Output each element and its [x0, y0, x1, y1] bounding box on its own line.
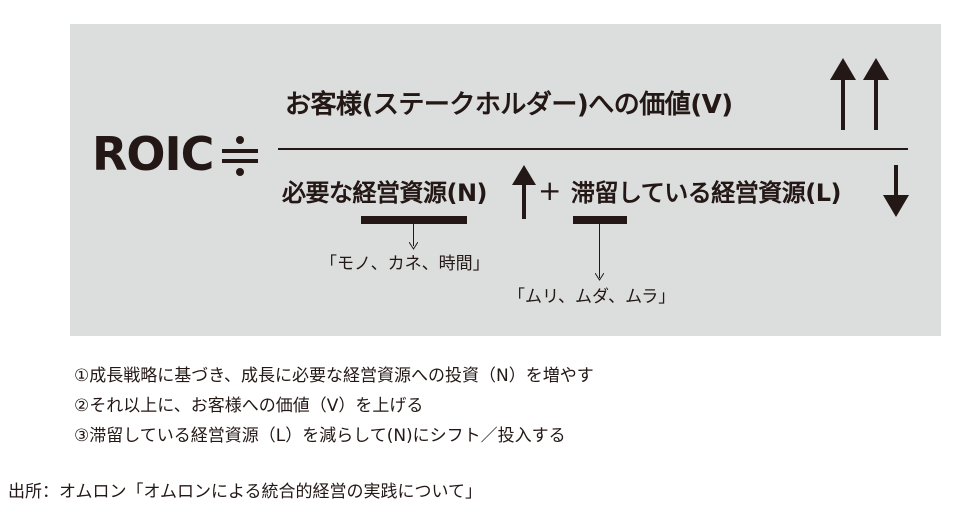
arrow-up-icon [830, 58, 856, 130]
stagnant-resources-term: 滞留している経営資源(L) [571, 179, 842, 207]
connector-line-l [599, 224, 600, 278]
l-examples-note: 「ムリ、ムダ、ムラ」 [508, 287, 676, 307]
arrow-up-icon [512, 165, 536, 219]
connector-line-n [413, 224, 414, 246]
fraction-line [278, 148, 908, 150]
numerator-value: お客様(ステークホルダー)への価値(V) [285, 90, 733, 120]
required-resources-term: 必要な経営資源(N) [282, 179, 488, 207]
roic-label: ROIC [92, 127, 214, 181]
n-examples-note: 「モノ、カネ、時間」 [320, 254, 490, 274]
plus-operator: + [538, 174, 562, 207]
formula-panel [70, 24, 941, 336]
arrow-down-icon [595, 273, 604, 281]
arrow-down-icon [409, 242, 418, 250]
arrow-up-icon [863, 58, 889, 130]
underline-bar-l [573, 216, 627, 224]
point-item-2: ②それ以上に、お客様への価値（V）を上げる [74, 396, 424, 416]
approx-equal-icon [222, 136, 258, 176]
source-citation: 出所：オムロン「オムロンによる統合的経営の実践について」 [8, 482, 482, 502]
arrow-down-icon [883, 165, 909, 217]
underline-bar-n [361, 216, 467, 224]
point-item-3: ③滞留している経営資源（L）を減らして(N)にシフト／投入する [74, 426, 566, 446]
point-item-1: ①成長戦略に基づき、成長に必要な経営資源への投資（N）を増やす [74, 366, 594, 386]
